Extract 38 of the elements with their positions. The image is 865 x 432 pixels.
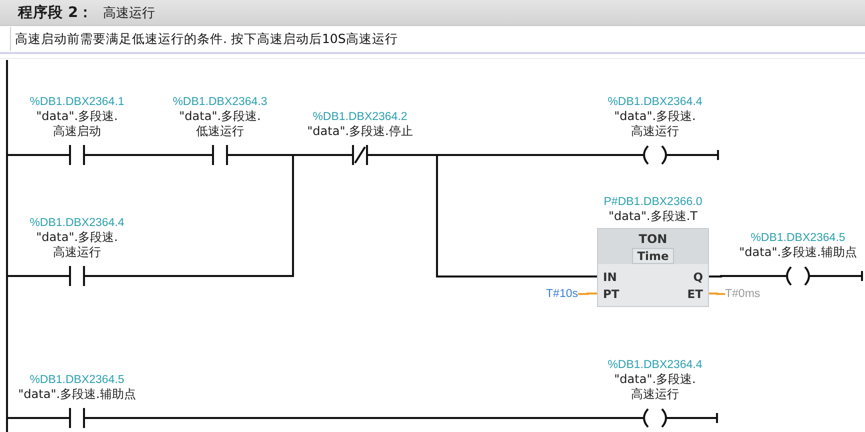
tag-address: %DB1.DBX2364.5 bbox=[750, 231, 846, 245]
tag-name: "data".多段速.停止 bbox=[307, 124, 413, 139]
tag-name: "data".多段速.高速运行 bbox=[613, 109, 697, 139]
tag-address: %DB1.DBX2364.1 bbox=[30, 95, 124, 109]
block-type: TON bbox=[638, 232, 668, 246]
wire bbox=[127, 154, 170, 156]
tag-address: %DB1.DBX2364.4 bbox=[608, 358, 702, 372]
output-pin-label: ET bbox=[687, 286, 703, 300]
tag-address: %DB1.DBX2364.3 bbox=[172, 95, 268, 109]
tag-address: %DB1.DBX2364.4 bbox=[608, 95, 702, 109]
wire bbox=[139, 417, 592, 419]
input-pin-label: IN bbox=[603, 270, 617, 284]
wire bbox=[127, 154, 304, 277]
parameter-value: T#0ms bbox=[725, 287, 760, 301]
tag-address: %DB1.DBX2364.4 bbox=[30, 216, 124, 230]
wire bbox=[578, 292, 597, 295]
tag-name: "data".多段速.辅助点 bbox=[18, 387, 136, 402]
wire bbox=[8, 154, 27, 156]
tag-name: "data".多段速.高速运行 bbox=[613, 372, 697, 402]
wire bbox=[709, 275, 733, 278]
tag-name: "data".多段速.高速启动 bbox=[35, 109, 119, 139]
tag-address: %DB1.DBX2364.5 bbox=[30, 373, 124, 387]
output-pin-label: Q bbox=[693, 270, 703, 284]
network-name: 高速运行 bbox=[103, 5, 155, 22]
network-title: 程序段 2： bbox=[18, 4, 94, 22]
instance-name: "data".多段速.T bbox=[608, 209, 698, 224]
data-type: Time bbox=[632, 248, 674, 264]
wire bbox=[416, 154, 597, 278]
tag-address: %DB1.DBX2364.2 bbox=[312, 110, 408, 124]
input-pin-label: PT bbox=[603, 286, 620, 300]
tag-name: "data".多段速.低速运行 bbox=[178, 109, 262, 139]
tag-name: "data".多段速.高速运行 bbox=[35, 230, 119, 260]
wire bbox=[709, 292, 725, 295]
tag-name: "data".多段速.辅助点 bbox=[739, 245, 857, 260]
parameter-value: T#10s bbox=[546, 287, 578, 301]
wire bbox=[8, 417, 15, 419]
instance-address: P#DB1.DBX2366.0 bbox=[604, 195, 702, 209]
wire bbox=[8, 275, 27, 277]
